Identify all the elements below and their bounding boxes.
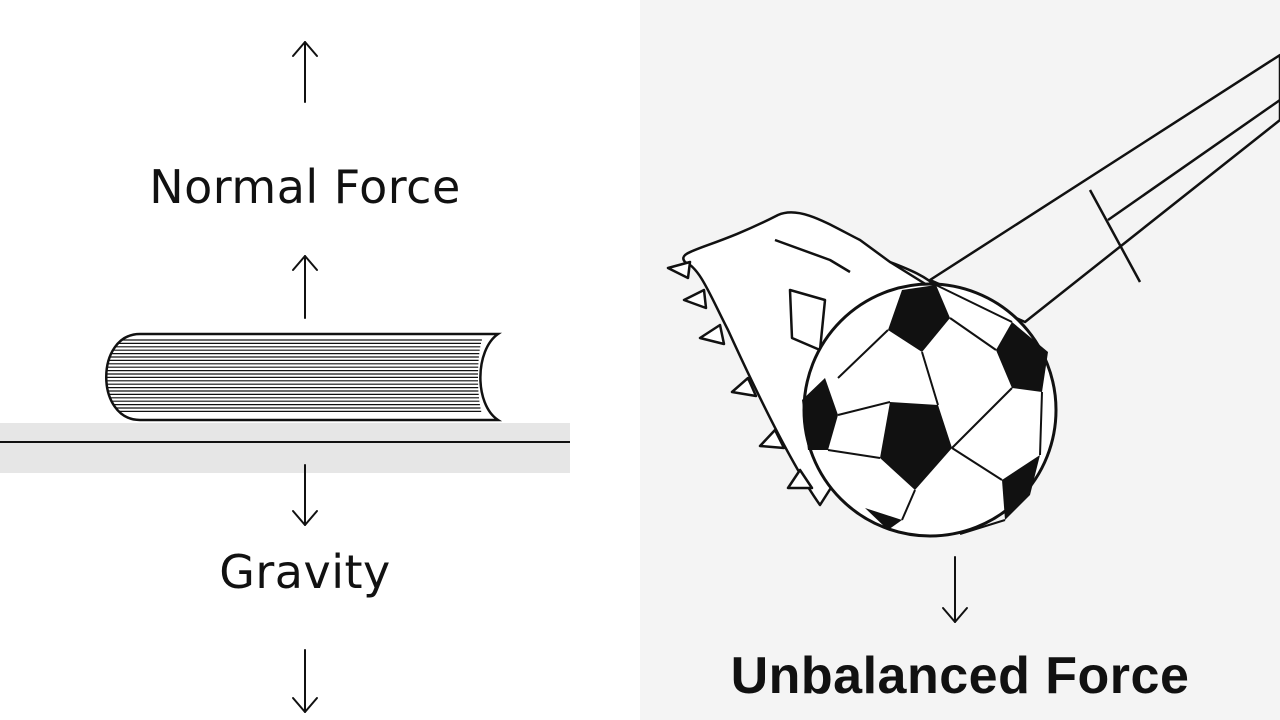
book-pages	[106, 339, 482, 412]
unbalanced-force-label: Unbalanced Force	[730, 647, 1190, 705]
normal-force-label: Normal Force	[149, 160, 461, 214]
bottom-down-arrow	[292, 649, 318, 713]
gravity-arrow	[292, 464, 318, 526]
unbalanced-force-arrow	[942, 556, 968, 623]
book	[105, 332, 503, 422]
unbalanced-force-panel: Unbalanced Force	[640, 0, 1280, 720]
table-surface	[0, 423, 570, 473]
normal-force-arrow	[292, 255, 318, 319]
soccer-ball	[802, 282, 1058, 538]
cleat	[666, 211, 939, 507]
balanced-forces-illustration	[0, 41, 570, 713]
leg	[928, 53, 1280, 324]
unbalanced-force-illustration	[666, 53, 1280, 623]
top-up-arrow	[292, 41, 318, 103]
gravity-label: Gravity	[219, 545, 391, 599]
balanced-forces-panel: Normal Force Gravity	[0, 41, 570, 713]
